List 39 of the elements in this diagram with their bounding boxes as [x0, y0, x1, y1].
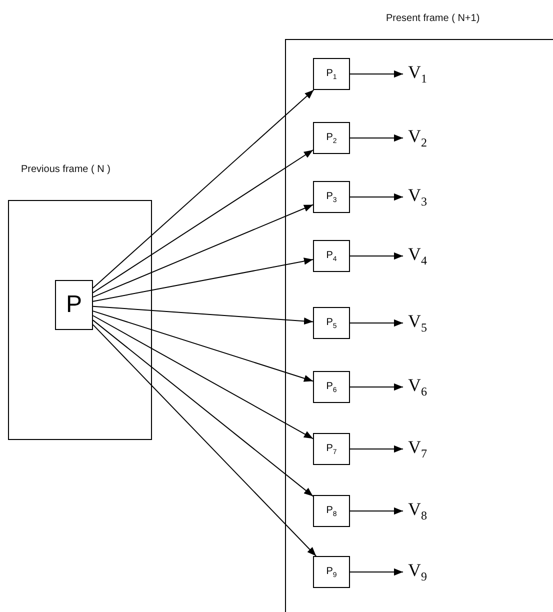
arrow — [92, 310, 314, 382]
pixel-box: P$_{2}$ — [313, 122, 350, 154]
arrow — [350, 568, 404, 576]
pixel-box: P$_{9}$ — [313, 556, 350, 588]
arrow — [350, 319, 404, 327]
arrow — [350, 193, 404, 201]
arrow — [92, 324, 317, 556]
pixel-box: P$_{6}$ — [313, 371, 350, 403]
pixel-box: P$_{1}$ — [313, 58, 350, 90]
arrow — [350, 134, 404, 142]
arrow — [350, 507, 404, 515]
arrow — [92, 150, 314, 294]
arrow — [92, 306, 314, 325]
vector-label: V$_{1}$ — [408, 62, 436, 86]
pixel-box: P$_{4}$ — [313, 240, 350, 272]
pixel-box: P$_{7}$ — [313, 433, 350, 465]
arrow — [350, 445, 404, 453]
vector-label: V$_{8}$ — [408, 499, 436, 523]
arrow — [350, 383, 404, 391]
pixel-box: P$_{5}$ — [313, 307, 350, 339]
arrow — [92, 315, 314, 440]
frame-heading: Present frame ( N+1) — [386, 13, 480, 24]
vector-label: V$_{4}$ — [408, 244, 436, 268]
arrow — [92, 258, 314, 302]
arrow — [92, 320, 314, 497]
pixel-box: P$_{8}$ — [313, 495, 350, 527]
vector-label: V$_{5}$ — [408, 311, 436, 335]
vector-label: V$_{3}$ — [408, 185, 436, 209]
vector-label: V$_{2}$ — [408, 126, 436, 150]
arrow — [92, 204, 314, 298]
arrow — [92, 90, 314, 288]
vector-label: V$_{9}$ — [408, 560, 436, 584]
pixel-box: P — [55, 280, 93, 330]
frame-heading: Previous frame ( N ) — [21, 164, 110, 175]
pixel-box: P$_{3}$ — [313, 181, 350, 213]
arrow — [350, 252, 404, 260]
vector-label: V$_{6}$ — [408, 375, 436, 399]
arrow — [350, 70, 404, 78]
vector-label: V$_{7}$ — [408, 437, 436, 461]
